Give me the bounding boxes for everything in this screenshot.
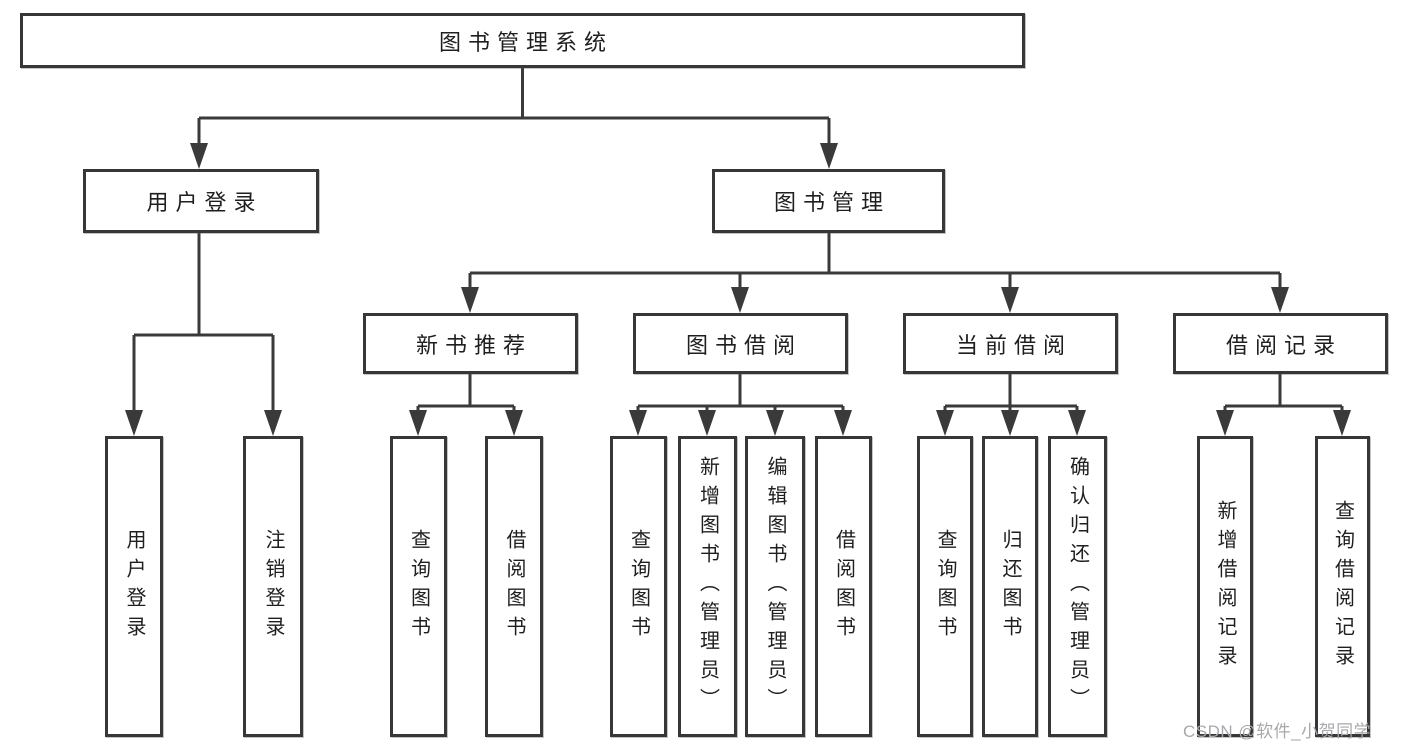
- leaf-confirm-return-admin-label: 确认归还（管理员）: [1066, 456, 1089, 717]
- node-current-borrow: 当前借阅: [903, 313, 1118, 374]
- leaf-return-books-label: 归还图书: [999, 528, 1021, 645]
- leaf-current-query-books: 查询图书: [917, 436, 973, 737]
- node-user-login-label: 用户登录: [146, 190, 263, 215]
- leaf-logout-label: 注销登录: [262, 528, 284, 645]
- leaf-query-borrow-record: 查询借阅记录: [1315, 436, 1370, 737]
- node-new-book-recommend: 新书推荐: [363, 313, 578, 374]
- csdn-watermark: CSDN @软件_小贺同学: [1183, 722, 1372, 741]
- leaf-borrow-query-books-label: 查询图书: [627, 528, 650, 645]
- leaf-query-borrow-record-label: 查询借阅记录: [1331, 499, 1354, 674]
- leaf-edit-books-admin-label: 编辑图书（管理员）: [764, 456, 786, 717]
- node-book-management: 图书管理: [712, 169, 945, 233]
- leaf-add-books-admin: 新增图书（管理员）: [678, 436, 737, 737]
- leaf-return-books: 归还图书: [982, 436, 1038, 737]
- leaf-current-query-books-label: 查询图书: [934, 528, 956, 645]
- leaf-newbook-borrow-books-label: 借阅图书: [503, 528, 525, 645]
- leaf-borrow-query-books: 查询图书: [610, 436, 667, 737]
- node-book-borrow: 图书借阅: [633, 313, 848, 374]
- leaf-user-login: 用户登录: [105, 436, 163, 737]
- node-book-management-label: 图书管理: [773, 190, 890, 215]
- node-borrow-records: 借阅记录: [1173, 313, 1388, 374]
- node-user-login: 用户登录: [83, 169, 319, 233]
- leaf-newbook-borrow-books: 借阅图书: [485, 436, 543, 737]
- leaf-logout: 注销登录: [243, 436, 303, 737]
- arrowhead-icons: [125, 143, 1351, 436]
- leaf-borrow-borrow-books: 借阅图书: [815, 436, 872, 737]
- leaf-edit-books-admin: 编辑图书（管理员）: [745, 436, 805, 737]
- leaf-newbook-query-books-label: 查询图书: [407, 528, 430, 645]
- node-current-borrow-label: 当前借阅: [955, 332, 1072, 358]
- leaf-borrow-borrow-books-label: 借阅图书: [832, 528, 855, 645]
- node-new-book-recommend-label: 新书推荐: [415, 332, 532, 358]
- node-root-system: 图书管理系统: [20, 13, 1025, 68]
- leaf-newbook-query-books: 查询图书: [390, 436, 447, 737]
- leaf-user-login-label: 用户登录: [123, 528, 145, 645]
- leaf-add-books-admin-label: 新增图书（管理员）: [696, 456, 719, 717]
- node-borrow-records-label: 借阅记录: [1225, 332, 1342, 358]
- node-book-borrow-label: 图书借阅: [685, 332, 802, 358]
- leaf-confirm-return-admin: 确认归还（管理员）: [1048, 436, 1107, 737]
- node-root-system-label: 图书管理系统: [438, 29, 613, 55]
- leaf-add-borrow-record-label: 新增借阅记录: [1214, 499, 1236, 674]
- leaf-add-borrow-record: 新增借阅记录: [1197, 436, 1253, 737]
